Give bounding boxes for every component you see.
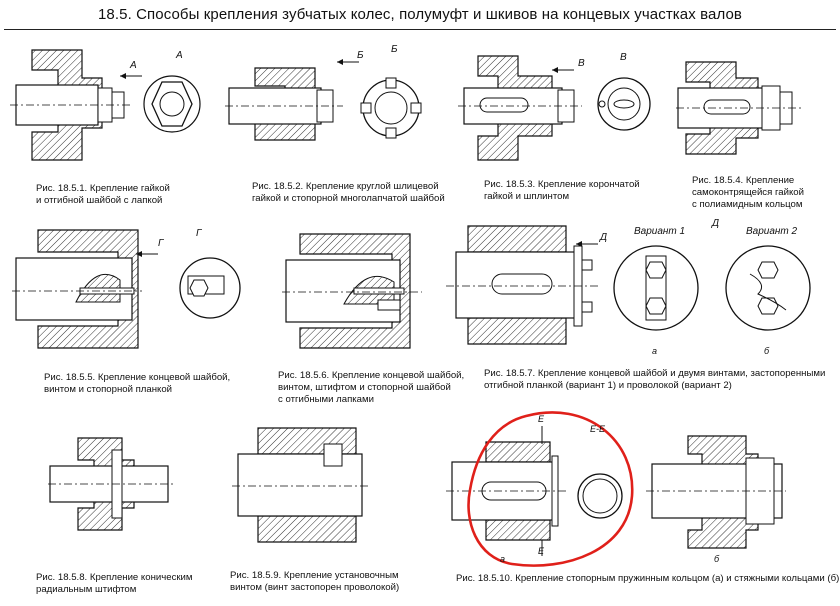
drawing-nut-tab-washer [10, 49, 201, 161]
figure-18-5-7: Д Вариант 1 Д Вариант 2 а б [446, 218, 836, 362]
variant-2-label: Вариант 2 [746, 226, 798, 237]
figure-18-5-4 [676, 40, 836, 170]
figure-18-5-10: Е Е Е-Е а б [446, 400, 836, 570]
drawing-end-washer-lock-plate [12, 229, 241, 349]
caption-18-5-10: Рис. 18.5.10. Крепление стопорным пружин… [456, 573, 840, 584]
figure-18-5-5: Г Г [12, 222, 250, 362]
sub-label-a: а [652, 346, 658, 356]
drawing-end-washer-pin [282, 233, 422, 349]
caption-18-5-7: Рис. 18.5.7. Крепление концевой шайбой и… [484, 368, 826, 391]
caption-18-5-1: Рис. 18.5.1. Крепление гайкой и отгибной… [36, 183, 170, 206]
caption-18-5-2: Рис. 18.5.2. Крепление круглой шлицевой … [252, 181, 445, 204]
caption-18-5-6: Рис. 18.5.6. Крепление концевой шайбой, … [278, 370, 465, 405]
drawing-set-screw [232, 427, 368, 543]
variant-1-label: Вариант 1 [634, 226, 686, 237]
sub-label-b: б [764, 346, 770, 356]
caption-18-5-5: Рис. 18.5.5. Крепление концевой шайбой, … [44, 372, 231, 395]
section-label: Е-Е [590, 424, 606, 434]
drawing-round-slotted-nut [225, 59, 422, 141]
drawing-retaining-rings [446, 411, 786, 567]
caption-18-5-8: Рис. 18.5.8. Крепление коническим радиал… [36, 572, 193, 595]
drawing-self-locking-nut [676, 61, 802, 155]
view-arrow-label: Д [600, 232, 608, 243]
sub-label-a: а [500, 554, 506, 564]
view-arrow-label: А [130, 60, 137, 71]
view-label: Г [196, 228, 202, 239]
section-mark-top: Е [538, 414, 545, 424]
figure-18-5-2: Б Б [225, 40, 425, 170]
figure-18-5-1: А А [10, 40, 210, 170]
drawing-end-washer-two-screws [446, 225, 811, 345]
caption-18-5-9: Рис. 18.5.9. Крепление установочным винт… [230, 570, 400, 593]
figure-18-5-8 [48, 430, 188, 538]
view-arrow-label: В [578, 58, 585, 69]
caption-18-5-4: Рис. 18.5.4. Крепление самоконтрящейся г… [692, 175, 804, 210]
view-label: В [620, 52, 627, 63]
drawing-taper-pin [48, 437, 174, 531]
drawing-castle-nut-cotter [458, 55, 651, 161]
view-arrow-label: Б [357, 50, 364, 61]
view-label: А [176, 50, 183, 61]
figure-18-5-6 [282, 228, 432, 362]
figure-18-5-9 [232, 420, 372, 550]
view-label: Б [391, 44, 398, 55]
page-title: 18.5. Способы крепления зубчатых колес, … [97, 6, 742, 23]
section-mark-bottom: Е [538, 546, 545, 556]
caption-18-5-3: Рис. 18.5.3. Крепление корончатой гайкой… [484, 179, 640, 202]
figure-18-5-3: В В [458, 40, 668, 170]
sub-label-b: б [714, 554, 720, 564]
page-frame [4, 29, 836, 601]
red-annotation-circle [467, 411, 634, 567]
view-arrow-label: Г [158, 238, 164, 249]
view-label: Д [712, 218, 720, 229]
